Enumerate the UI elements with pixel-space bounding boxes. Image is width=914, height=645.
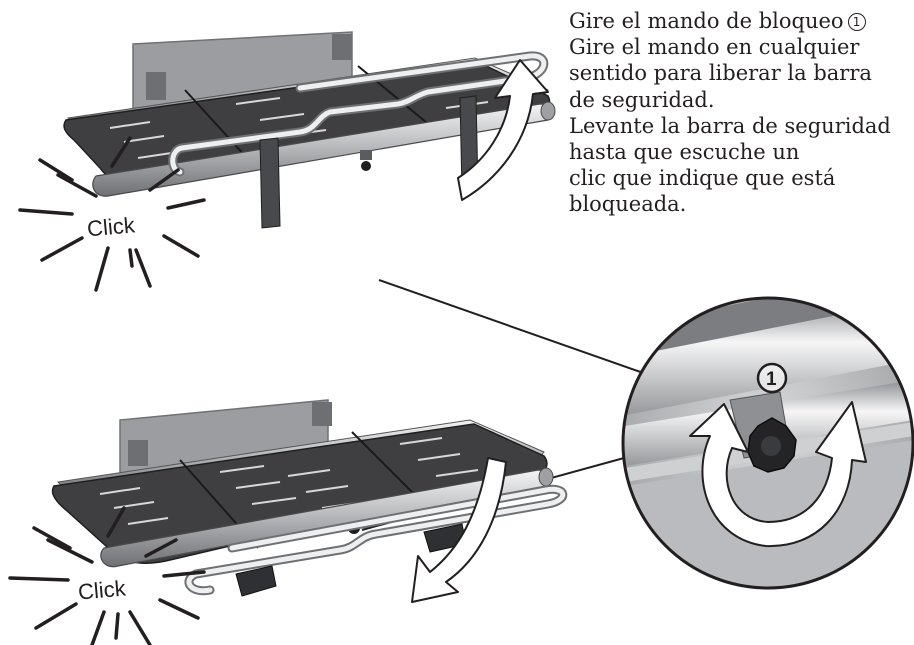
rotate-arrow-icon: [689, 401, 867, 548]
callout-number: 1: [766, 369, 777, 390]
click-label-top: Click: [86, 212, 137, 241]
instruction-line-5: Levante la barra de seguridad: [569, 113, 891, 138]
rail-clamp-left: [259, 137, 281, 229]
instruction-line-4: de seguridad.: [569, 87, 715, 112]
callout-leader-line-top: [378, 279, 650, 376]
wall-bracket-right: [332, 34, 352, 60]
instruction-line-3: sentido para liberar la barra: [569, 61, 872, 86]
callout-number-badge: [756, 362, 788, 394]
rail-clamp-bottom-left: [235, 565, 277, 597]
magnified-callout: 1: [621, 296, 914, 590]
click-burst-icon-bottom: Click: [8, 506, 206, 645]
instruction-line-6: hasta que escuche un: [569, 139, 800, 164]
lift-arrow-icon: [457, 59, 549, 201]
top-changing-table: [63, 31, 556, 229]
lower-arrow-icon: [411, 457, 507, 603]
instruction-line-8: bloqueada.: [569, 192, 687, 217]
bottom-changing-table: [51, 399, 568, 603]
click-label-bottom: Click: [77, 575, 128, 604]
step-ref-badge: 1: [847, 13, 866, 31]
safety-bar-raised: [168, 51, 549, 177]
lock-knob-icon: [361, 161, 371, 171]
instruction-line-2: Gire el mando en cualquier: [569, 35, 860, 60]
click-burst-icon: Click: [18, 136, 206, 292]
instruction-line-1: Gire el mando de bloqueo: [569, 9, 844, 33]
instruction-line-7: clic que indique que está: [569, 166, 836, 191]
wall-bracket-left: [146, 72, 166, 100]
safety-bar-lowered: [184, 484, 568, 596]
